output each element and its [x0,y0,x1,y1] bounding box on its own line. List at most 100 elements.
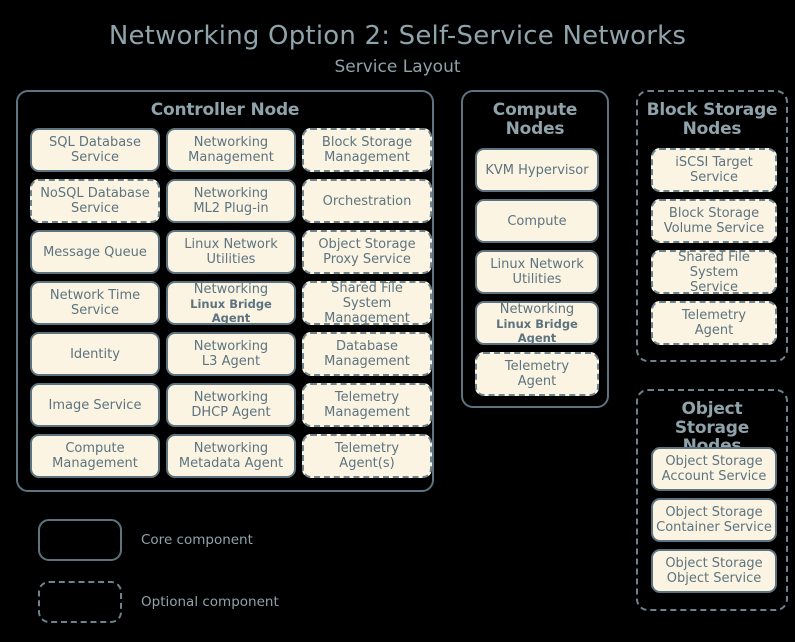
page-title: Networking Option 2: Self-Service Networ… [108,21,687,51]
service-box-line1: Object Storage [318,237,416,252]
service-box-line1: Networking [499,301,575,317]
service-box[interactable]: Orchestration [302,179,432,223]
service-box-line2: Agent [517,374,557,389]
service-box-line1: Object Storage [665,454,763,469]
service-box-line2: Container Service [656,520,772,535]
block-storage-nodes-title: Block Storage Nodes [646,100,778,139]
service-box-line1: Networking [193,186,269,201]
service-box-line1: Orchestration [322,193,412,209]
service-box[interactable]: Message Queue [30,230,160,274]
legend-row-optional: Optional component [38,581,279,623]
service-box-line2: Service [689,279,739,295]
service-box-line2: Agent [694,323,734,338]
service-box-line2: Volume Service [663,221,765,236]
service-box[interactable]: KVM Hypervisor [475,148,599,192]
service-box-line2: Metadata Agent [178,456,284,471]
legend-label-optional: Optional component [141,594,279,610]
service-box-line1: Networking [193,390,269,405]
service-box-line1: Networking [193,281,269,297]
service-box-line2: Service [70,201,120,216]
service-box-line1: Linux Network [184,237,278,252]
service-box-line1: Compute [65,441,125,456]
service-box-line1: Network Time [49,288,141,303]
service-box-line2: Service [70,303,120,318]
service-box-line2: Utilities [206,252,256,267]
service-box-line1: Networking [193,441,269,456]
legend-swatch-core [38,519,122,561]
service-box-line1: Object Storage [665,505,763,520]
service-box-line2: L3 Agent [201,354,261,369]
service-box-line1: Image Service [48,397,142,413]
service-box-line1: Networking [193,339,269,354]
service-box-line1: Shared File System [678,249,750,280]
service-box-line2: Service [689,170,739,185]
service-box-line2: Linux Bridge Agent [190,296,272,325]
service-box-line1: Networking [193,135,269,150]
service-box-line1: iSCSI Target [675,155,753,170]
object-storage-nodes-container: Object Storage Nodes Object StorageAccou… [636,389,788,611]
service-box-line1: SQL Database [49,135,141,150]
service-box-line2: Management [324,405,410,420]
service-box-line2: Utilities [512,272,562,287]
service-box-line2: Account Service [661,469,767,484]
legend-row-core: Core component [38,519,253,561]
legend-swatch-optional [38,581,122,623]
service-box-line2: Management [324,354,410,369]
service-box-line2: DHCP Agent [191,405,271,420]
service-box-line1: Block Storage [668,206,760,221]
service-box-line1: Message Queue [43,244,147,260]
controller-node-title: Controller Node [150,100,300,120]
service-box-line1: Identity [70,346,120,362]
legend-label-core: Core component [141,532,253,548]
service-box-line1: Telemetry [334,390,400,405]
service-box-line2: Agent(s) [339,456,395,471]
service-box-line1: Linux Network [490,257,584,272]
service-box-line1: NoSQL Database [40,186,150,201]
service-box-line1: Shared File System [331,280,403,311]
service-box[interactable]: Compute [475,199,599,243]
service-box-line1: Compute [507,213,567,229]
service-box[interactable]: Image Service [30,383,160,427]
page-subtitle: Service Layout [334,57,461,77]
service-box-line1: Database [335,339,399,354]
title-block: Networking Option 2: Self-Service Networ… [0,20,795,78]
service-box[interactable]: Identity [30,332,160,376]
service-box-line2: Service [70,150,120,165]
service-box-line2: Linux Bridge Agent [496,316,578,345]
service-box-line2: Proxy Service [323,252,411,267]
service-box-line1: Block Storage [321,135,413,150]
